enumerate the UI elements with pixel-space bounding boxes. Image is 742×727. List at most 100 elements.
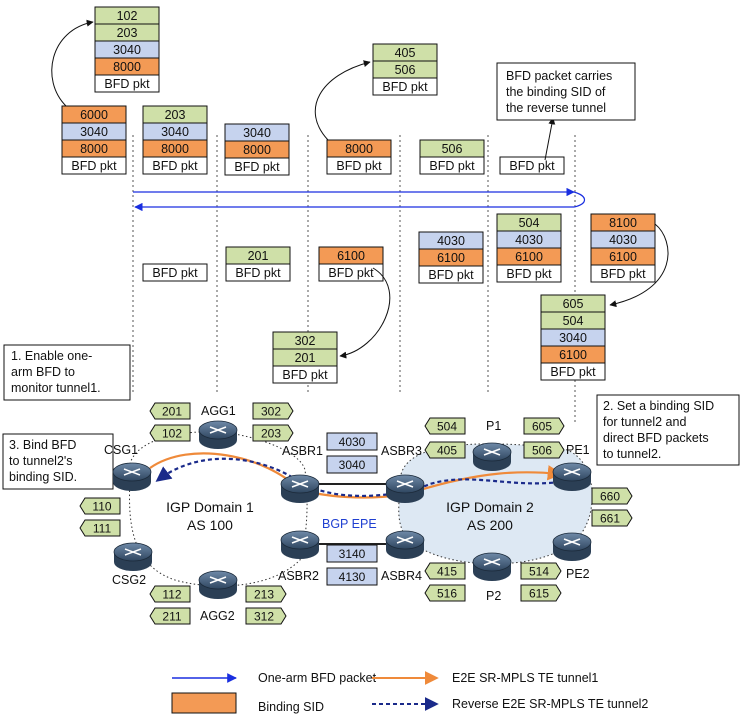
sid-tag: 405	[424, 441, 466, 459]
router-agg2-icon	[198, 570, 238, 599]
note-step2-l3: direct BFD packets	[603, 431, 709, 445]
push-pop-arrows	[51, 19, 669, 359]
router-asbr1-icon	[280, 474, 320, 503]
sid-tag-label: 405	[437, 444, 457, 458]
stack-cell	[419, 156, 485, 175]
stack-cell	[142, 156, 208, 175]
stack-cell-label: BFD pkt	[600, 267, 646, 281]
router-csg1-icon	[112, 462, 152, 491]
sid-tag-label: 111	[93, 522, 112, 536]
bgp-epe-label: BGP EPE	[322, 517, 377, 531]
stack-cell-label: 4030	[609, 233, 637, 247]
sid-tag: 110	[79, 497, 121, 515]
domain-labels: IGP Domain 1 AS 100 IGP Domain 2 AS 200 …	[166, 499, 534, 533]
stack-cell	[496, 264, 562, 283]
tunnel1-path	[149, 452, 564, 499]
stack-cell-label: 201	[248, 249, 269, 263]
note-step3: 3. Bind BFD to tunnel2's binding SID.	[2, 433, 114, 490]
router-agg1-icon	[198, 420, 238, 449]
sid-tag-label: 615	[529, 587, 549, 601]
stack-cell-label: 8000	[345, 142, 373, 156]
sid-tag-label: 203	[261, 427, 281, 441]
stack-cell-label: 3040	[559, 331, 587, 345]
stack-cell-label: 6100	[609, 250, 637, 264]
domain2-as: AS 200	[467, 517, 513, 533]
label-asbr1: ASBR1	[282, 444, 323, 458]
label-agg1: AGG1	[201, 404, 236, 418]
epe-sid-box: 4130	[326, 567, 378, 586]
stack-cell-label: 4030	[437, 234, 465, 248]
stack-col6: BFD pkt	[499, 156, 565, 175]
stack-cell	[499, 156, 565, 175]
stack-cell-label: BFD pkt	[282, 368, 328, 382]
sid-tag-label: 110	[92, 500, 111, 514]
legend: One-arm BFD packet E2E SR-MPLS TE tunnel…	[171, 671, 648, 714]
sid-tag-label: 605	[532, 420, 552, 434]
stack-cell-label: 504	[519, 216, 540, 230]
stack-cell	[94, 74, 160, 93]
stack-cell-label: BFD pkt	[382, 80, 428, 94]
stack-cell-label: 6100	[337, 249, 365, 263]
stack-cell	[318, 263, 384, 282]
sid-tag-label: 661	[600, 512, 620, 526]
sid-tag: 302	[252, 402, 294, 420]
sid-tag: 312	[245, 607, 287, 625]
note-step1-l1: 1. Enable one-	[11, 349, 92, 363]
sid-tag-label: 213	[254, 588, 274, 602]
stack-cell	[326, 156, 392, 175]
stack-cell-label: 201	[295, 351, 316, 365]
stack-cell-label: 3040	[161, 125, 189, 139]
stack-cell-label: 506	[395, 63, 416, 77]
note-step3-l1: 3. Bind BFD	[9, 438, 76, 452]
sid-tag-label: 514	[529, 565, 549, 579]
stack-cell-label: 6100	[515, 250, 543, 264]
sid-tag-label: 415	[437, 565, 457, 579]
stack-cell-label: BFD pkt	[328, 266, 374, 280]
epe-sid-label: 3040	[339, 458, 366, 472]
stack-cell-label: BFD pkt	[71, 159, 117, 173]
router-p2-icon	[472, 552, 512, 581]
sid-tag-label: 302	[261, 405, 281, 419]
note-step1: 1. Enable one- arm BFD to monitor tunnel…	[3, 344, 131, 401]
stack-cell	[142, 263, 208, 282]
stack-cell-label: 302	[295, 334, 316, 348]
stack-cell	[372, 77, 438, 96]
bfd-round-trip	[133, 187, 586, 212]
sid-tag: 516	[424, 584, 466, 602]
stack-cell-label: 4030	[515, 233, 543, 247]
note-step1-l2: arm BFD to	[11, 365, 75, 379]
legend-tunnel2: Reverse E2E SR-MPLS TE tunnel2	[452, 697, 648, 711]
note-bfd-binding: BFD packet carries the binding SID of th…	[496, 62, 636, 121]
epe-sid-box: 4030	[326, 432, 378, 451]
stack-cell-label: BFD pkt	[550, 365, 596, 379]
stack-cell-label: 8000	[113, 60, 141, 74]
sid-tag: 111	[79, 519, 121, 537]
note-step2: 2. Set a binding SID for tunnel2 and dir…	[596, 394, 740, 466]
stack-cell-label: BFD pkt	[235, 266, 281, 280]
stack-cell	[61, 156, 127, 175]
stack-cell-label: BFD pkt	[428, 268, 474, 282]
sid-tag-label: 201	[162, 405, 182, 419]
sid-tag: 605	[523, 417, 565, 435]
stack-cell-label: 203	[117, 26, 138, 40]
note-step2-l4: to tunnel2.	[603, 447, 661, 461]
sid-tag: 203	[252, 424, 294, 442]
router-asbr2-icon	[280, 530, 320, 559]
sid-tag: 213	[245, 585, 287, 603]
routers	[112, 420, 592, 599]
stack-cell-label: 8000	[80, 142, 108, 156]
domain1-name: IGP Domain 1	[166, 499, 254, 515]
sid-tag: 506	[523, 441, 565, 459]
